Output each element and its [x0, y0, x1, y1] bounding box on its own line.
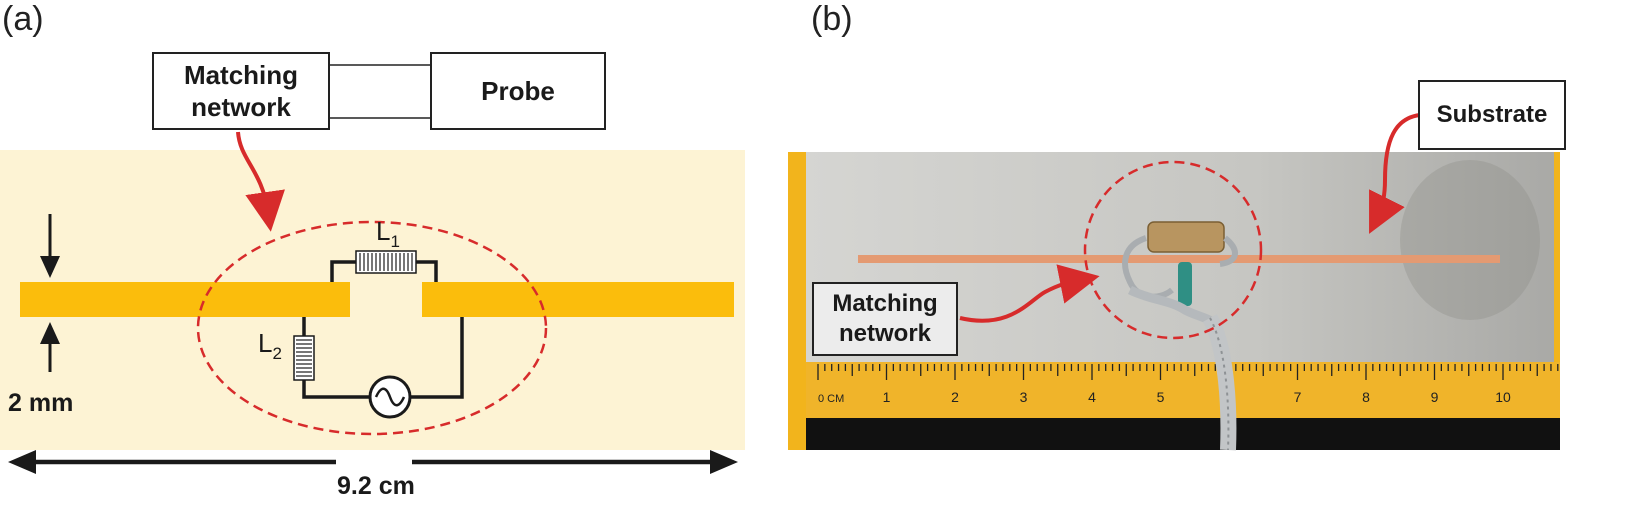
ruler-number: 4 [1088, 389, 1096, 405]
matching-network-dashed-circle-photo [1083, 160, 1263, 340]
ruler-number: 1 [883, 389, 891, 405]
ruler-number: 9 [1431, 389, 1439, 405]
ruler-number: 7 [1294, 389, 1302, 405]
ruler-unit-label: 0 CM [818, 393, 844, 405]
l2-inductor-icon [293, 335, 315, 381]
ruler-number: 5 [1157, 389, 1165, 405]
ruler-number: 2 [951, 389, 959, 405]
matching-network-photo-box-label: Matching network [832, 290, 938, 347]
matching-network-dashed-circle [196, 220, 548, 436]
ruler [806, 362, 1560, 420]
matching-network-pointer-arrow-photo [959, 264, 1100, 323]
substrate-smudge [1400, 160, 1540, 320]
panel-a-schematic: L1 L2 2 mm 9.2 cm [0, 64, 745, 500]
substrate-box: Substrate [1418, 80, 1566, 150]
panel-a-label: (a) [2, 0, 44, 38]
substrate-box-label: Substrate [1436, 101, 1548, 128]
length-label: 9.2 cm [337, 472, 415, 500]
copper-strip [858, 255, 1500, 263]
ruler-black-band [806, 418, 1560, 450]
l2-label: L2 [258, 328, 282, 363]
ac-source-icon [368, 375, 412, 419]
probe-box: Probe [430, 52, 606, 130]
component-cluster [1122, 221, 1238, 332]
matching-network-box: Matching network [152, 52, 330, 130]
coax-cable [1202, 314, 1237, 451]
width-arrows-icon [40, 214, 60, 372]
ruler-number: 8 [1362, 389, 1370, 405]
matching-network-box-label: Matching network [183, 60, 299, 122]
matching-network-photo-box: Matching network [812, 282, 958, 356]
length-arrow-icon [8, 450, 738, 474]
microstrip-left [20, 282, 350, 317]
substrate-pointer-arrow [1369, 113, 1421, 234]
l1-inductor-icon [355, 250, 417, 274]
l1-label: L1 [376, 216, 400, 251]
width-label: 2 mm [8, 389, 73, 417]
ruler-number: 3 [1020, 389, 1028, 405]
matching-network-pointer-arrow [236, 131, 285, 232]
l2-source-wire [302, 317, 464, 399]
panel-b-label: (b) [811, 0, 853, 38]
microstrip-right [422, 282, 734, 317]
probe-box-label: Probe [481, 75, 555, 106]
l1-wire [330, 260, 438, 282]
ruler-number: 10 [1495, 389, 1511, 405]
